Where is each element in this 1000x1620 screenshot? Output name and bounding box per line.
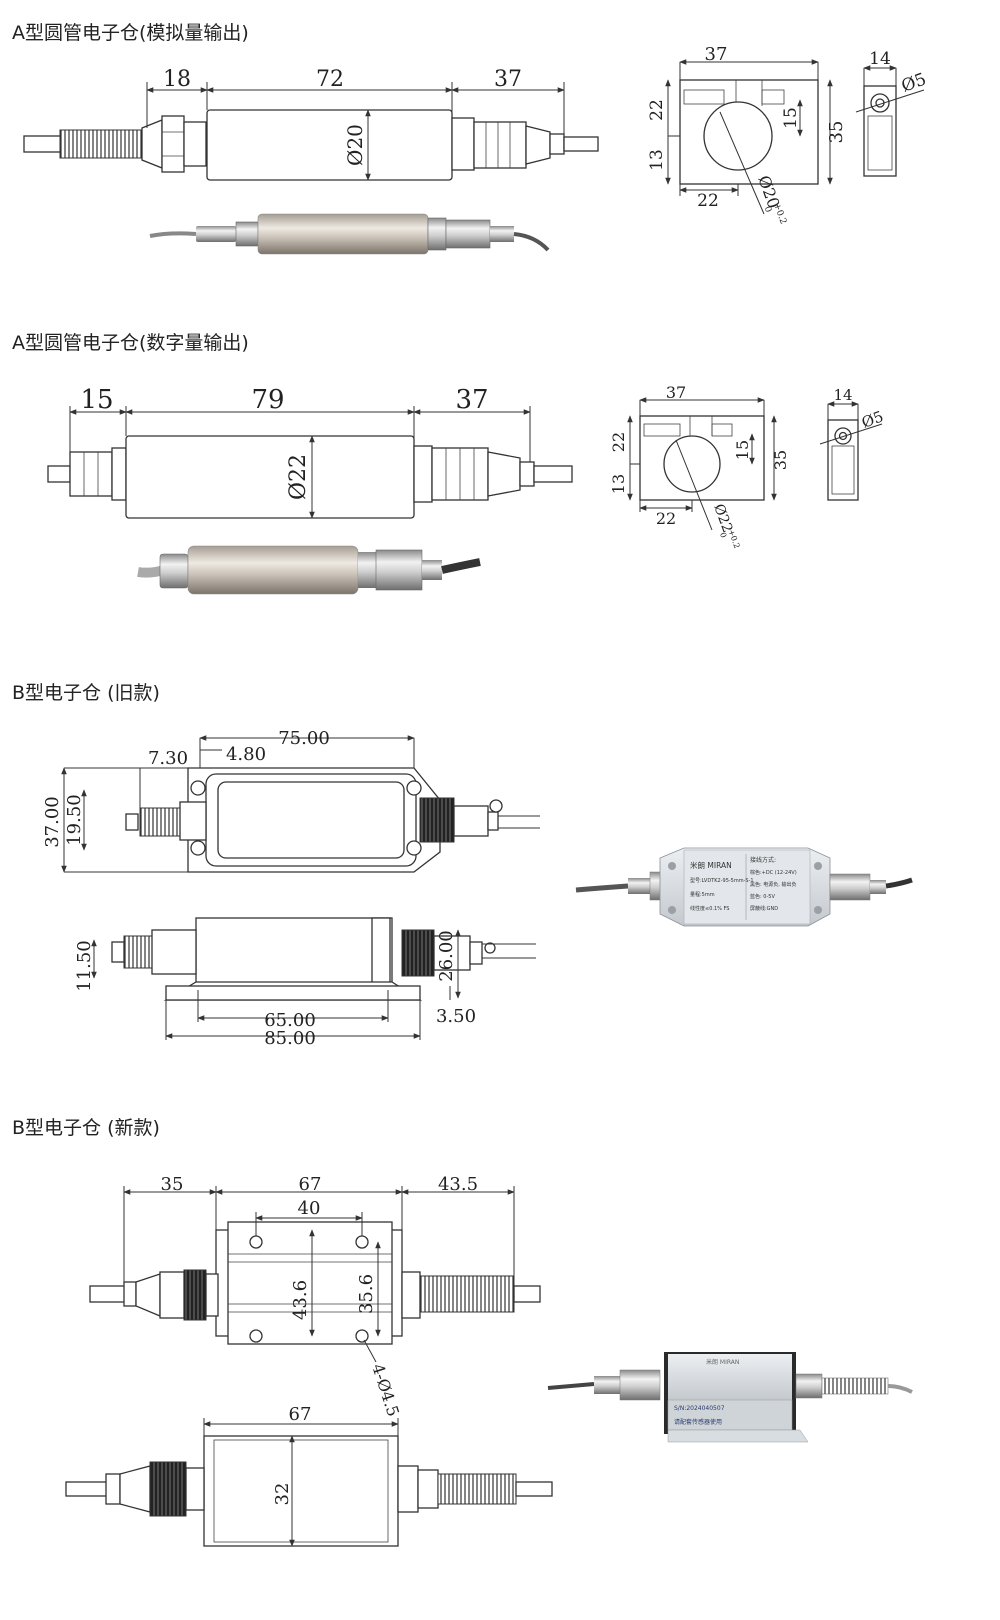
dim-b-old-b: 4.80 (226, 744, 266, 765)
b-new-label-brand: 米朗 MIRAN (706, 1358, 739, 1366)
dim-clamp-b-tol-lo: 0 (718, 531, 728, 539)
b-old-photo: 米朗 MIRAN 型号:LVDTK2-95-5mm-S-1 量程:5mm 线性度… (575, 847, 913, 927)
a-analog-clamp-side: 14 Ø5 (855, 49, 929, 177)
a-digital-drawing: 15 79 37 Ø22 (47, 383, 886, 595)
dim-clamp-a-h1: 22 (647, 99, 667, 121)
dim-clamp-a-h3: 15 (781, 107, 801, 129)
b-new-photo: 米朗 MIRAN S/N:2024040507 请配套传感器使用 (547, 1352, 913, 1443)
b-new-label-sn: S/N:2024040507 (674, 1405, 725, 1412)
dim-clamp-a-h: 35 (826, 121, 847, 144)
dim-a-analog-dia: Ø20 (343, 124, 367, 166)
a-analog-clamp-front: 37 22 13 15 35 22 Ø20 +0.2 0 (647, 44, 847, 226)
dim-a-digital-right: 37 (455, 385, 488, 415)
dim-a-digital-left: 15 (80, 385, 113, 415)
dim-b-old-h-mid: 19.50 (64, 794, 85, 846)
a-analog-drawing: 18 72 37 Ø20 (23, 44, 929, 255)
b-old-label-wire1: 棕色:+DC (12-24V) (750, 869, 797, 876)
dim-b-old-h-total: 37.00 (42, 796, 63, 848)
b-new-label-note: 请配套传感器使用 (674, 1418, 722, 1426)
dim-clamp-a-tol-lo: 0 (762, 205, 773, 214)
dim-b-old-a: 7.30 (148, 748, 188, 769)
dim-b-old-foot: 3.50 (436, 1006, 476, 1027)
dim-b-new-h-inner: 35.6 (356, 1274, 377, 1314)
dim-clamp-b-h: 35 (771, 450, 790, 470)
dim-a-digital-dia: Ø22 (286, 454, 311, 500)
dim-clamp-a-tol-up: +0.2 (771, 202, 788, 226)
a-analog-photo (149, 213, 550, 255)
b-new-drawing: 35 67 43.5 40 43.6 35.6 4-Ø4.5 67 32 (65, 1174, 913, 1547)
dim-b-new-right: 43.5 (438, 1174, 478, 1195)
dim-clamp-a-w: 37 (705, 44, 728, 65)
dim-b-new-bottom-h: 32 (272, 1483, 293, 1506)
dim-b-new-h-outer: 43.6 (290, 1280, 311, 1320)
dim-a-analog-body: 72 (316, 67, 344, 92)
a-digital-photo (137, 545, 481, 595)
dim-clamp-b-h2: 13 (609, 474, 628, 494)
section-title-a-digital: A型圆管电子仓(数字量输出) (12, 332, 249, 354)
dim-b-old-total: 75.00 (278, 728, 330, 749)
dim-clamp-b-hole: Ø5 (859, 407, 886, 431)
a-digital-clamp-front: 37 22 13 15 35 22 Ø22 +0.2 0 (609, 383, 790, 550)
b-old-label-wiring-title: 接线方式: (750, 856, 776, 864)
dim-b-new-hole-spec: 4-Ø4.5 (368, 1361, 403, 1418)
dim-a-analog-right: 37 (494, 67, 522, 92)
section-title-b-old: B型电子仓 (旧款) (12, 682, 160, 704)
dim-clamp-a-side-w: 14 (869, 49, 891, 69)
dim-b-old-w-outer: 85.00 (264, 1028, 316, 1049)
dim-clamp-b-w: 37 (666, 383, 686, 402)
b-old-label-range: 量程:5mm (690, 891, 715, 898)
dim-b-old-w-inner: 65.00 (264, 1010, 316, 1031)
dim-b-new-left: 35 (161, 1174, 184, 1195)
dim-clamp-a-hole: Ø5 (899, 69, 929, 96)
dim-clamp-b-h3: 15 (733, 440, 752, 460)
b-old-label-wire4: 屏蔽线:GND (750, 905, 778, 912)
dim-clamp-a-h2: 13 (647, 149, 667, 171)
b-old-label-brand: 米朗 MIRAN (690, 860, 732, 870)
b-old-label-wire3: 蓝色: 0-5V (750, 893, 775, 900)
dim-b-new-bottom-w: 67 (289, 1404, 312, 1425)
dim-clamp-b-h1: 22 (609, 432, 628, 452)
dim-b-new-holes: 40 (298, 1198, 321, 1219)
dim-clamp-b-b: 22 (656, 509, 676, 528)
a-digital-clamp-side: 14 Ø5 (819, 386, 886, 501)
dim-clamp-b-tol-up: +0.2 (726, 528, 741, 549)
dim-clamp-b-side-w: 14 (833, 386, 852, 404)
section-title-a-analog: A型圆管电子仓(模拟量输出) (12, 22, 249, 44)
b-old-drawing: 75.00 7.30 4.80 37.00 19.50 11.50 26.00 … (42, 728, 913, 1049)
dim-b-old-h-low: 11.50 (74, 940, 95, 992)
dim-clamp-a-b: 22 (697, 191, 719, 211)
dim-b-new-body: 67 (299, 1174, 322, 1195)
dim-a-digital-body: 79 (251, 385, 284, 415)
section-title-b-new: B型电子仓 (新款) (12, 1117, 160, 1139)
b-old-label-wire2: 黑色: 电源负, 输出负 (750, 881, 796, 888)
b-old-label-linearity: 线性度≤0.1% FS (690, 905, 729, 912)
dim-b-old-h-conn: 26.00 (436, 930, 457, 982)
b-old-label-model: 型号:LVDTK2-95-5mm-S-1 (690, 877, 754, 884)
dim-a-analog-left: 18 (163, 67, 191, 92)
